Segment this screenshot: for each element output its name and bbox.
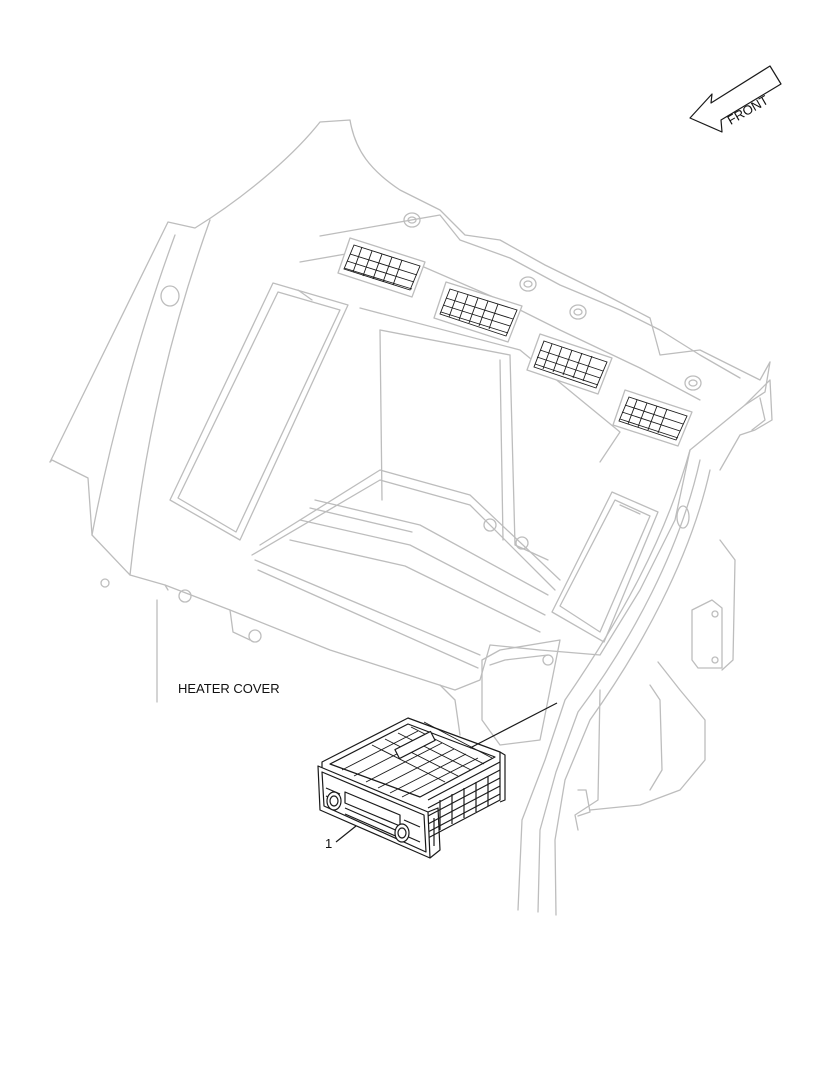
air-vent-3: [526, 333, 613, 395]
head-unit-install-leader: [469, 702, 558, 749]
air-vent-2: [433, 281, 523, 343]
front-arrow: FRONT: [689, 65, 782, 133]
heater-cover-callout: HEATER COVER: [156, 599, 280, 703]
heater-cover-label: HEATER COVER: [178, 681, 280, 696]
air-vent-4: [612, 389, 693, 447]
part-1-callout: 1: [325, 825, 357, 851]
part-number-label: 1: [325, 836, 332, 851]
audio-head-unit: [317, 717, 506, 859]
air-vent-1: [337, 237, 426, 298]
